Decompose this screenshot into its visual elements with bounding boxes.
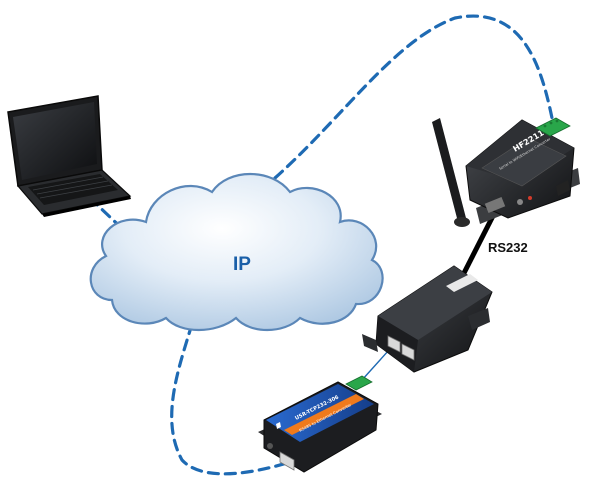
cloud-label: IP xyxy=(233,254,251,275)
laptop xyxy=(7,95,132,217)
green-terminal-block xyxy=(535,117,571,137)
poe-adapter xyxy=(362,265,493,373)
wifi-serial-server: HF2211 Serial to WiFi/Ethernet Converter xyxy=(432,117,580,227)
rs232-label: RS232 xyxy=(488,240,528,255)
rs232-cable: RS232 xyxy=(460,206,528,277)
converter-logo-icon xyxy=(276,422,281,429)
cloud-shape xyxy=(89,173,384,332)
ethernet-port-icon xyxy=(387,335,415,361)
small-ethernet-converter: USR-TCP232-306 RS485 to Ethernet Convert… xyxy=(258,375,382,473)
converter-ethernet-port-icon xyxy=(279,451,295,471)
link-cloud-to-wifi-server xyxy=(273,14,554,180)
antenna-icon xyxy=(432,118,466,222)
converter-green-terminal xyxy=(345,375,373,391)
ip-cloud: IP xyxy=(89,173,384,332)
link-cloud-to-small-converter xyxy=(170,322,292,476)
